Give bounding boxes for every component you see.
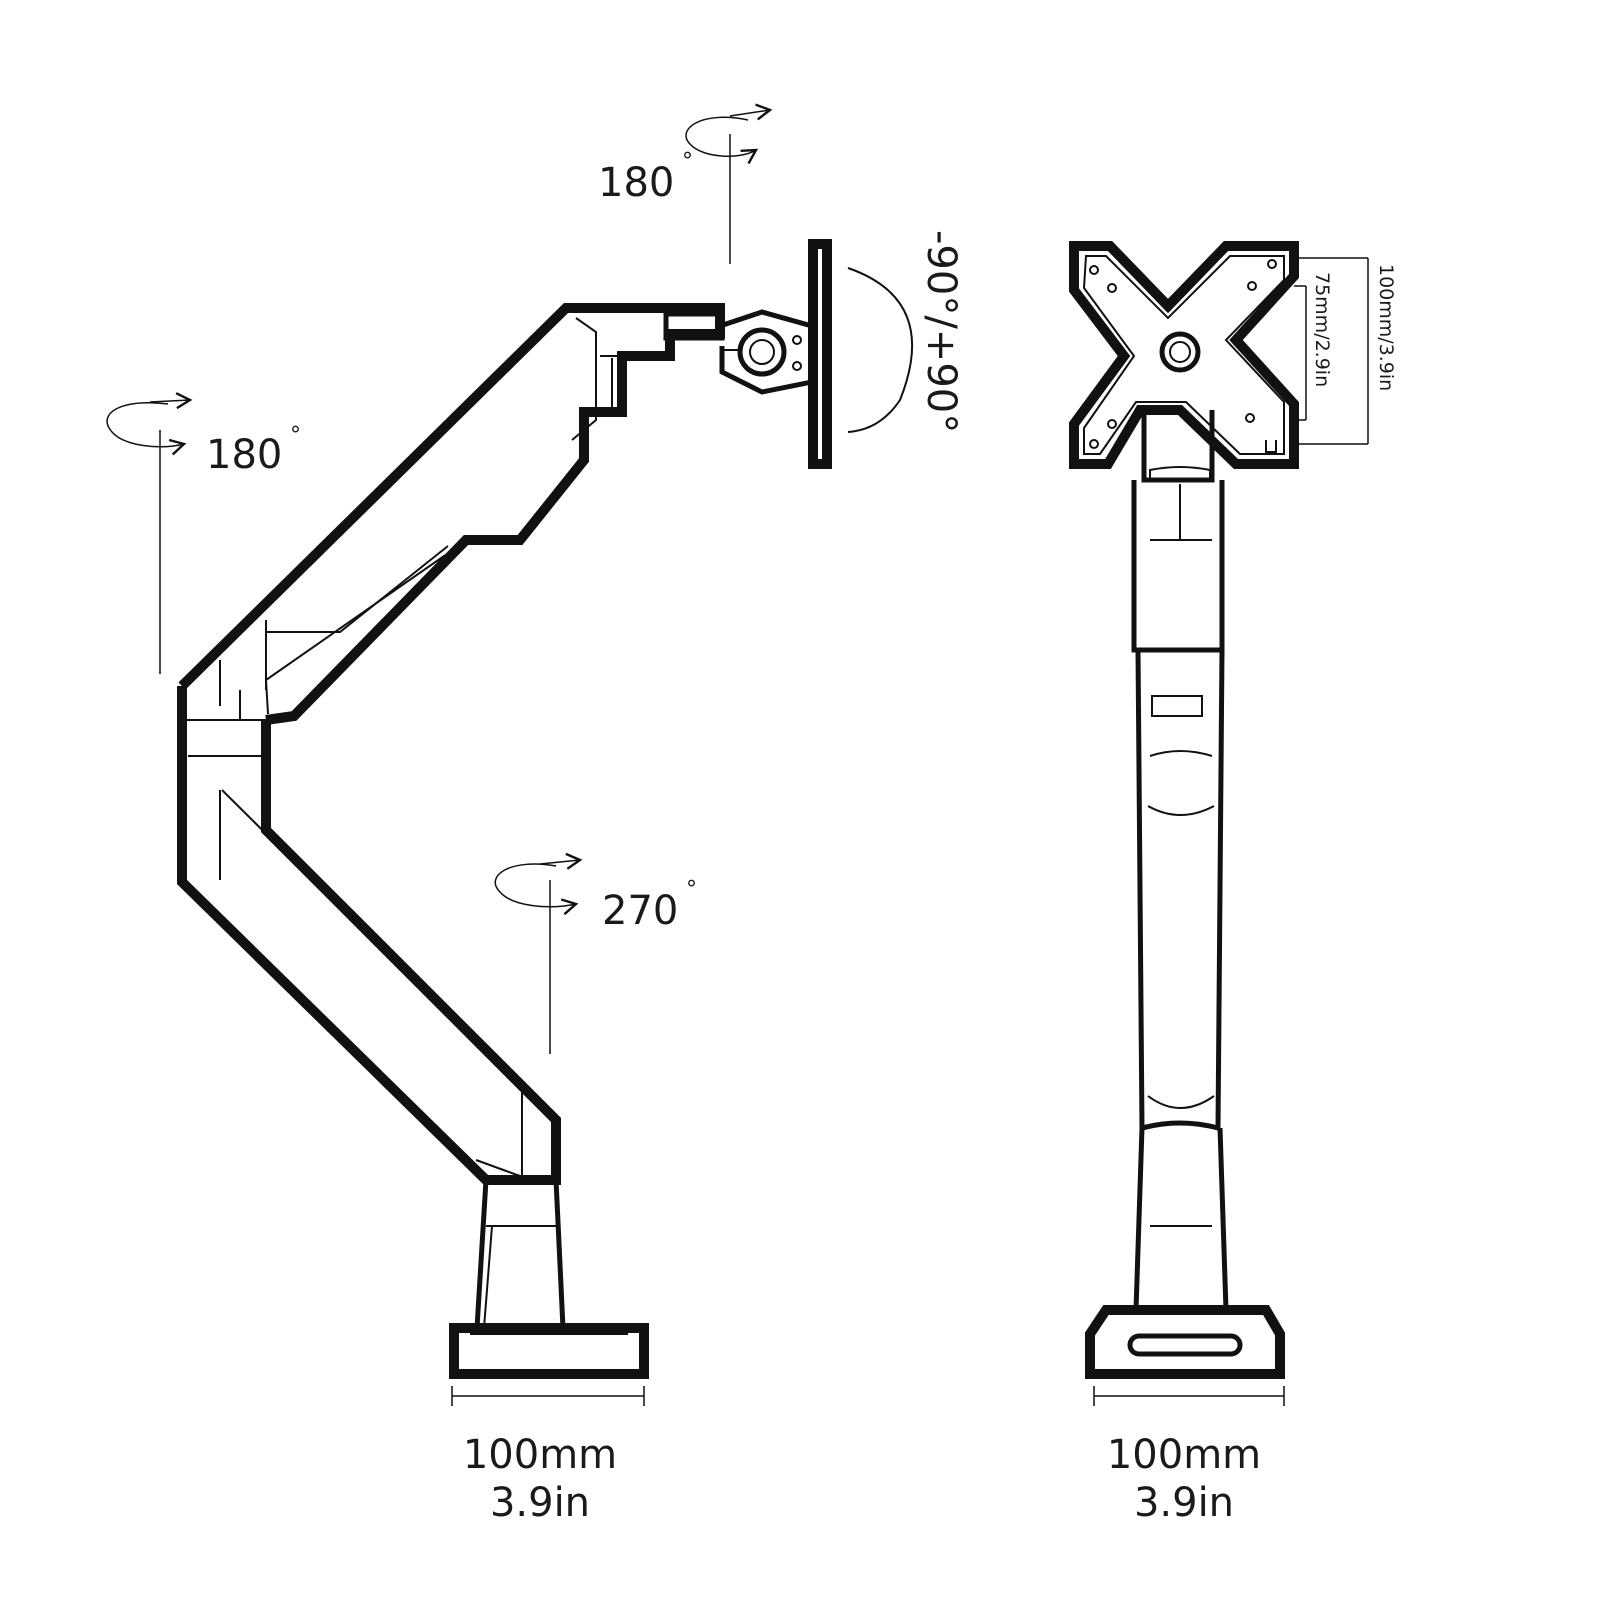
front-view: 100mm/3.9in 75mm/2.9in 100mm 3.9in [1069,241,1397,1526]
rotation-base-degree: ° [686,877,697,902]
front-base-dimension [1093,1386,1285,1406]
rotation-base-label: 270 [602,888,678,934]
front-base-width-mm: 100mm [1107,1432,1261,1478]
side-base-width-in: 3.9in [490,1480,590,1526]
side-upper-arm [178,303,725,725]
side-tilt-joint [663,309,815,395]
vesa-outer-dimension [1294,257,1369,445]
side-elbow-joint [184,660,266,721]
rotation-left-icon [106,392,193,674]
rotation-left-degree: ° [290,423,301,448]
side-pole [474,1177,566,1329]
rotation-base-icon [494,852,583,1054]
side-clamp-plate [449,1323,649,1379]
rotation-top-icon [685,103,773,264]
side-base-dimension [451,1386,645,1406]
front-vesa-plate [1069,241,1299,469]
side-base-width-mm: 100mm [463,1432,617,1478]
vesa-inner-label: 75mm/2.9in [1311,272,1333,387]
tilt-knob-icon [737,327,787,377]
tilt-range-arc [847,267,914,433]
vesa-outer-label: 100mm/3.9in [1375,264,1397,391]
vesa-inner-dimension [1294,285,1307,421]
front-base-width-in: 3.9in [1134,1480,1234,1526]
rotation-top-degree: ° [682,149,693,174]
side-lower-arm [177,686,561,1185]
center-hole-icon [1159,331,1201,373]
rotation-left-label: 180 [206,432,282,478]
tilt-label: -90°/+90° [918,230,964,433]
side-vesa-plate [808,239,832,469]
front-clamp-base [1085,1305,1285,1379]
front-column [1131,410,1229,1313]
rotation-top-label: 180 [598,160,674,206]
side-view: 180 ° 180 ° 270 ° -90°/+90° 100mm 3.9in [106,103,964,1526]
